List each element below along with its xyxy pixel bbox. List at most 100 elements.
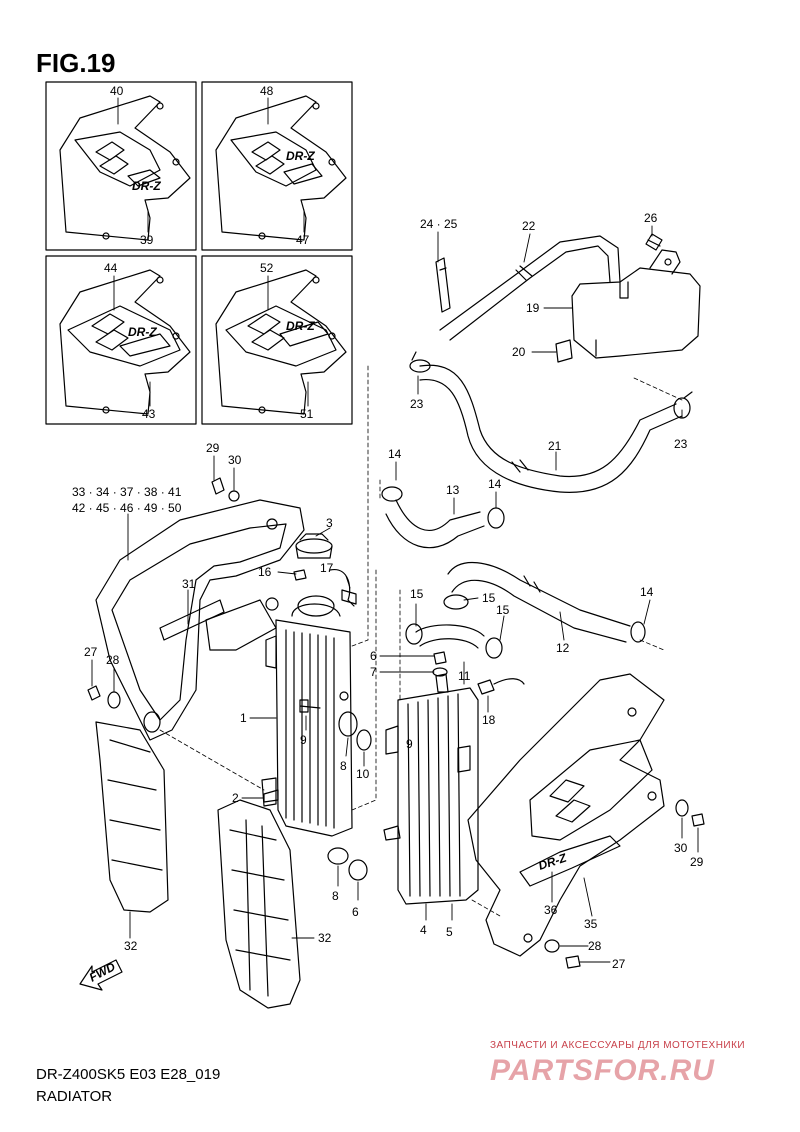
bolt-29-top	[211, 477, 225, 495]
cushion-8-left	[338, 711, 358, 737]
callout-48: 48	[260, 84, 274, 98]
callout-30-top: 30	[228, 453, 242, 467]
callout-14-a: 14	[388, 447, 402, 461]
callout-4: 4	[420, 923, 427, 937]
callout-12: 12	[556, 641, 570, 655]
washer-30-right	[675, 799, 689, 817]
band-24-25	[435, 257, 451, 313]
callout-15-a: 15	[410, 587, 424, 601]
bolt-27-left	[87, 685, 101, 701]
hose-21	[419, 364, 683, 493]
shroud-emblem-48-47	[215, 95, 347, 241]
callout-8-left: 8	[340, 759, 347, 773]
brand-mark-36: DR-Z	[537, 850, 569, 872]
callout-1: 1	[240, 711, 247, 725]
model-code: DR-Z400SK5 E03 E28_019	[36, 1066, 221, 1083]
callout-42-50: 42 · 45 · 46 · 49 · 50	[72, 501, 182, 515]
callout-7: 7	[370, 665, 377, 679]
callout-10: 10	[356, 767, 370, 781]
washer-28-left	[107, 691, 121, 709]
clamp-16	[293, 569, 307, 581]
callout-5: 5	[446, 925, 453, 939]
callout-44: 44	[104, 261, 118, 275]
brand-mark-43: DR-Z	[128, 325, 157, 339]
callout-2: 2	[232, 791, 239, 805]
clamp-15-a	[443, 594, 469, 610]
callout-36: 36	[544, 903, 558, 917]
callout-26: 26	[644, 211, 658, 225]
callout-52: 52	[260, 261, 274, 275]
callout-33-41: 33 · 34 · 37 · 38 · 41	[72, 485, 182, 499]
washer-30-top	[228, 490, 240, 502]
radiator-louver-32-right	[217, 799, 301, 1009]
callout-35: 35	[584, 917, 598, 931]
assembly-lines	[159, 365, 683, 917]
emblem-inset-boxes	[45, 81, 353, 425]
watermark-logo: PARTSFOR.RU	[490, 1054, 715, 1087]
clamp-23-top	[409, 351, 431, 373]
callout-15-c: 15	[496, 603, 510, 617]
callout-28-left: 28	[106, 653, 120, 667]
leader-lines	[91, 97, 699, 963]
watermark-caption: ЗАПЧАСТИ И АКСЕССУАРЫ ДЛЯ МОТОТЕХНИКИ	[490, 1040, 746, 1051]
bolt-6-top	[433, 651, 447, 665]
inset-box-40-39	[45, 81, 197, 251]
callout-24-25: 24 · 25	[420, 217, 458, 231]
callout-40: 40	[110, 84, 124, 98]
callout-6-top: 6	[370, 649, 377, 663]
callout-29-right: 29	[690, 855, 704, 869]
callout-19: 19	[526, 301, 540, 315]
callout-9-right: 9	[406, 737, 413, 751]
shroud-emblem-44-43	[59, 269, 191, 415]
inset-box-44-43	[45, 255, 197, 425]
inset-box-48-47	[201, 81, 353, 251]
clamp-14-b	[487, 507, 505, 529]
collar-10	[356, 729, 372, 751]
callout-27-right: 27	[612, 957, 626, 971]
washer-28-right	[544, 939, 560, 953]
callout-23-top: 23	[410, 397, 424, 411]
clamp-15-c	[485, 637, 503, 659]
cushion-20	[555, 339, 573, 363]
callout-32-left: 32	[124, 939, 138, 953]
fwd-arrow	[79, 959, 123, 991]
callout-31: 31	[182, 577, 196, 591]
callout-21: 21	[548, 439, 562, 453]
clamp-14-c	[630, 621, 646, 643]
inset-box-52-51	[201, 255, 353, 425]
callout-3: 3	[326, 516, 333, 530]
bolt-right-lower	[383, 825, 401, 841]
callout-9-left: 9	[300, 733, 307, 747]
clamp-14-a	[381, 486, 403, 502]
sponge-31	[159, 599, 225, 641]
section-name: RADIATOR	[36, 1088, 113, 1105]
callout-27-left: 27	[84, 645, 98, 659]
callout-23-right: 23	[674, 437, 688, 451]
callout-15-b: 15	[482, 591, 496, 605]
hose-13	[385, 499, 485, 549]
callout-32-right: 32	[318, 931, 332, 945]
callout-22: 22	[522, 219, 536, 233]
brand-mark-47: DR-Z	[286, 149, 315, 163]
shroud-emblem-52-51	[215, 269, 347, 415]
bolt-9-left	[299, 699, 321, 713]
bolt-29-right	[691, 813, 705, 827]
hose-22	[439, 235, 621, 341]
brand-mark-51: DR-Z	[286, 319, 315, 333]
clamp-23-right	[673, 391, 693, 419]
radiator-right	[385, 673, 479, 905]
hose-11	[415, 624, 485, 649]
callout-51: 51	[300, 407, 314, 421]
radiator-cap-3	[295, 533, 333, 559]
callout-28-right: 28	[588, 939, 602, 953]
left-shroud	[95, 499, 305, 741]
callout-47: 47	[296, 233, 310, 247]
callout-11: 11	[458, 669, 471, 683]
right-shroud	[467, 673, 665, 957]
clamp-15-b	[405, 623, 423, 645]
callout-39: 39	[140, 233, 154, 247]
brand-mark-39: DR-Z	[132, 179, 161, 193]
callout-14-c: 14	[640, 585, 654, 599]
